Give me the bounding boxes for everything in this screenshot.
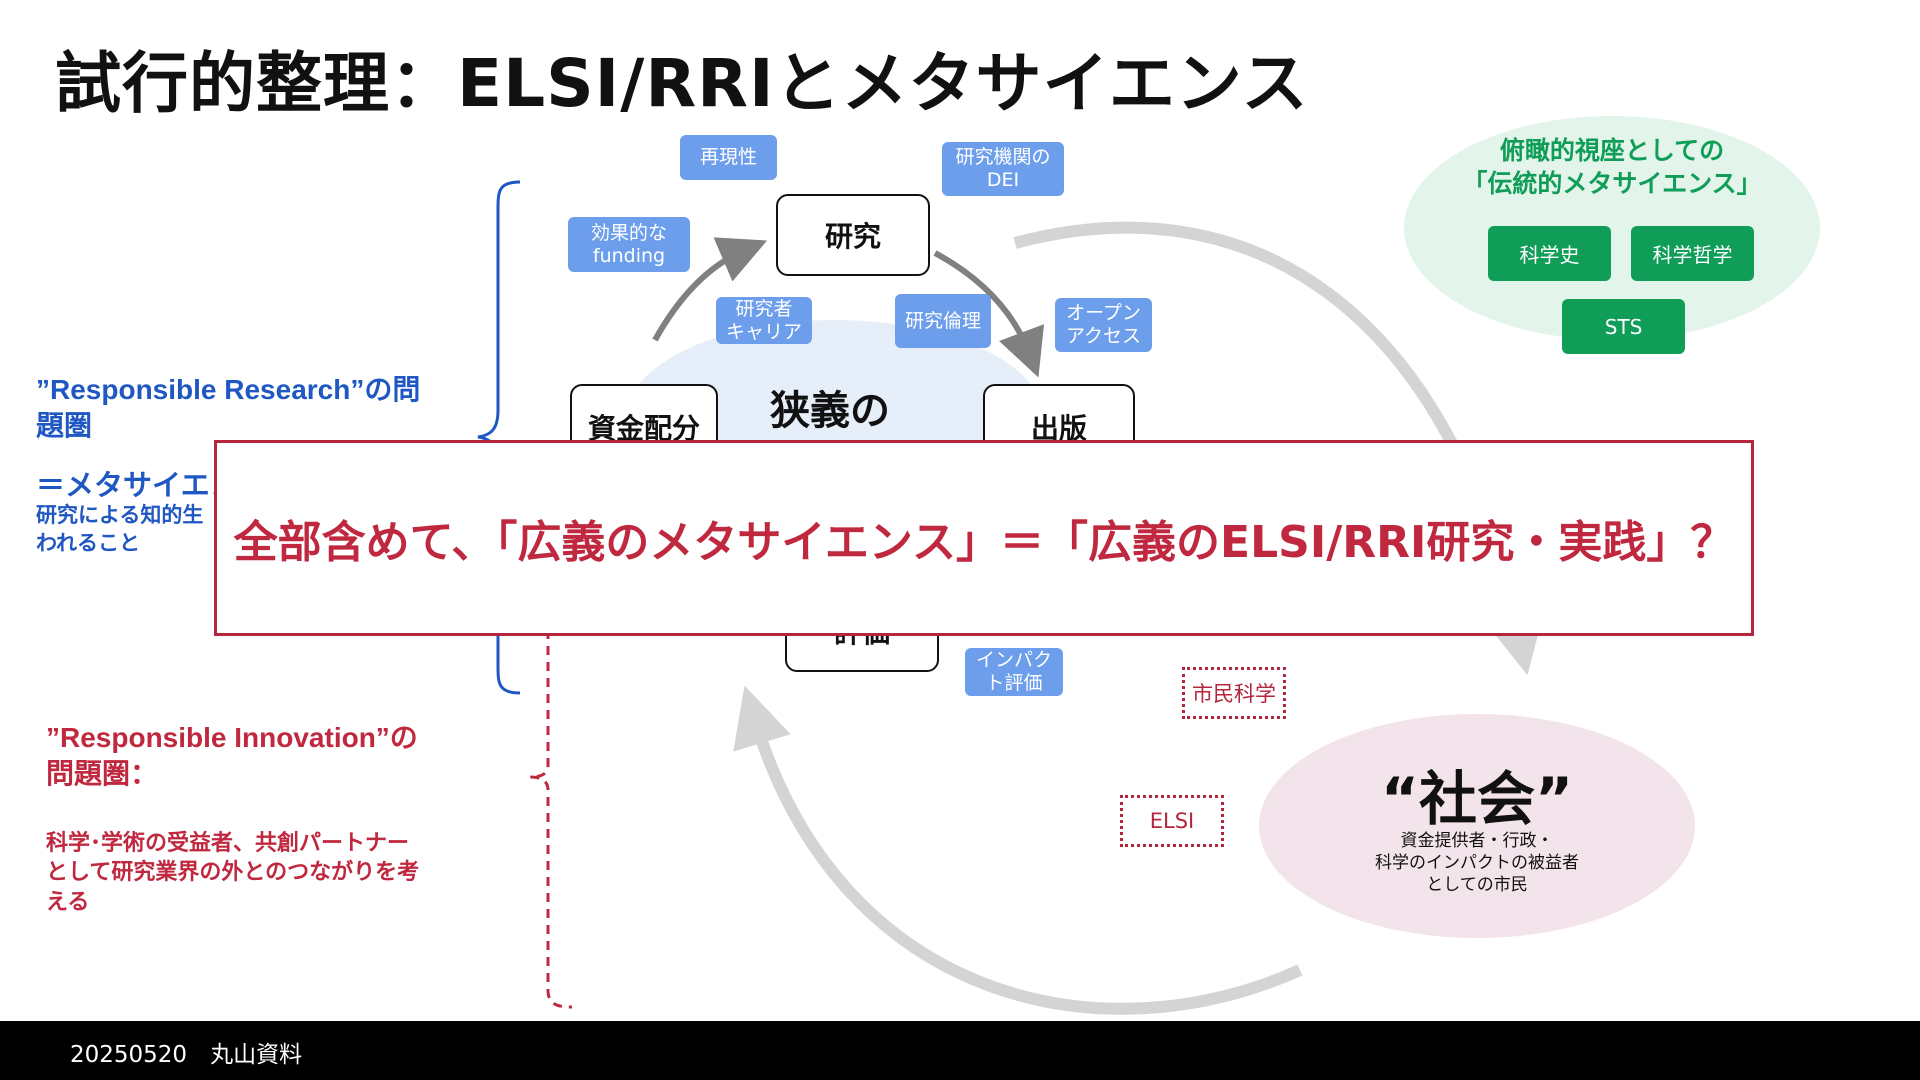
society-ellipse (1259, 714, 1695, 938)
responsible-innovation-desc: 科学･学術の受益者、共創パートナー として研究業界の外とのつながりを考 える (46, 830, 420, 914)
summary-overlay-text: 全部含めて、「広義のメタサイエンス」＝「広義のELSI/RRI研究・実践」？ (233, 517, 1735, 568)
responsible-innovation-heading: ”Responsible Innovation”の 問題圏： (46, 722, 418, 790)
society-title: “社会” (1380, 765, 1574, 833)
responsible-research-bracket (477, 180, 521, 695)
footer-bar: 20250520 丸山資料 (0, 1021, 1920, 1080)
traditional-heading: 俯瞰的視座としての 「伝統的メタサイエンス」 (1412, 134, 1812, 200)
traditional-heading-line2: 「伝統的メタサイエンス」 (1462, 169, 1762, 198)
tag-elsi: ELSI (1120, 795, 1224, 847)
center-label: 狭義の (770, 388, 890, 434)
tag-citizen-science: 市民科学 (1182, 667, 1286, 719)
node-research: 研究 (776, 194, 930, 276)
inner-arrow-funding-to-research (652, 237, 768, 342)
page-title: 試行的整理：ELSI/RRIとメタサイエンス (55, 45, 1309, 122)
tag-research-ethics: 研究倫理 (895, 294, 991, 348)
inner-arrow-research-to-publishing (933, 250, 1045, 378)
traditional-metascience-ellipse (1404, 116, 1820, 340)
item-history-of-science: 科学史 (1488, 226, 1611, 281)
footer-text: 20250520 丸山資料 (70, 1042, 303, 1068)
tag-researcher-career: 研究者キャリア (716, 297, 812, 344)
traditional-heading-line1: 俯瞰的視座としての (1499, 136, 1725, 165)
tag-impact-evaluation: インパクト評価 (965, 648, 1063, 696)
responsible-innovation-bracket (529, 630, 573, 1009)
tag-reproducibility: 再現性 (680, 135, 777, 180)
item-philosophy-of-science: 科学哲学 (1631, 226, 1754, 281)
responsible-research-heading: ”Responsible Research”の問 題圏 (36, 374, 421, 442)
tag-open-access: オープンアクセス (1055, 298, 1152, 352)
outer-cycle-arrow-bottom (733, 685, 1303, 1015)
summary-overlay: 全部含めて、「広義のメタサイエンス」＝「広義のELSI/RRI研究・実践」？ (214, 440, 1754, 636)
responsible-research-desc: 研究による知的生 われること (36, 504, 204, 556)
responsible-research-subheading: ＝メタサイエン (36, 470, 239, 502)
society-desc: 資金提供者・行政・ 科学のインパクトの被益者 としての市民 (1375, 831, 1579, 896)
item-sts: STS (1562, 299, 1685, 354)
